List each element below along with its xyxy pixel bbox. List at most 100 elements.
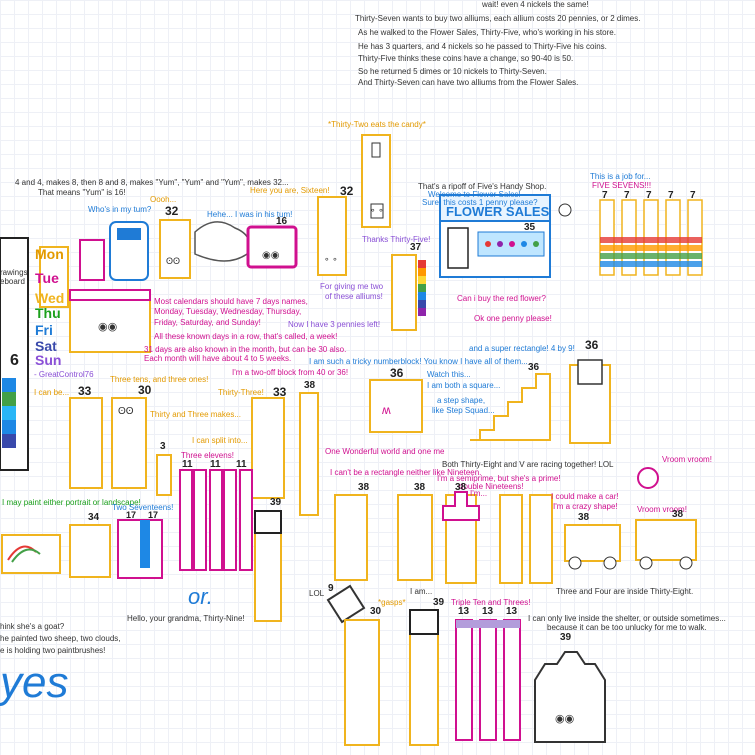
block-nineteen-b bbox=[529, 494, 553, 584]
label-red-flower: Can i buy the red flower? bbox=[457, 294, 546, 303]
label-portrait: I may paint either portrait or landscape… bbox=[2, 498, 141, 507]
five-sevens bbox=[599, 199, 703, 276]
label-triple-ten: Triple Ten and Threes! bbox=[451, 598, 531, 607]
label-thanks-35: Thanks Thirty-Five! bbox=[362, 235, 431, 244]
left-panel-block bbox=[2, 434, 16, 448]
label-double-nineteens: double Nineteens! bbox=[459, 482, 524, 491]
svg-text:◉◉: ◉◉ bbox=[262, 250, 279, 261]
label-yum-2: That means "Yum" is 16! bbox=[38, 188, 126, 197]
label-three-and-four: Three and Four are inside Thirty-Eight. bbox=[556, 587, 694, 596]
number-17-b: 17 bbox=[148, 510, 159, 520]
label-tricky: I am such a tricky numberblock! You know… bbox=[309, 357, 528, 366]
label-goat-2: he painted two sheep, two clouds, bbox=[0, 634, 121, 643]
label-or: or. bbox=[188, 584, 213, 609]
rainbow-stack-37 bbox=[418, 260, 426, 316]
svg-text:◉◉: ◉◉ bbox=[98, 321, 117, 333]
number-11-b: 11 bbox=[210, 459, 221, 470]
label-shelter-2: because it can be too unlucky for me to … bbox=[547, 623, 707, 632]
story-line-0: wait! even 4 nickels the same! bbox=[482, 0, 589, 9]
label-yum-1: 4 and 4, makes 8, then 8 and 8, makes "Y… bbox=[15, 178, 289, 187]
block-thirty-eight-tall bbox=[299, 392, 319, 516]
number-6: 6 bbox=[10, 352, 19, 369]
number-33-a: 33 bbox=[78, 384, 92, 398]
label-step-shape: a step shape, bbox=[437, 396, 486, 405]
number-3: 3 bbox=[160, 441, 166, 452]
block-thirty-six-steps bbox=[470, 373, 551, 441]
day-sun: Sun bbox=[35, 352, 62, 368]
label-goat-1: hink she's a goat? bbox=[0, 622, 65, 631]
label-whos-in-tum: Who's in my tum? bbox=[88, 205, 152, 214]
story-line-2: As he walked to the Flower Sales, Thirty… bbox=[358, 28, 616, 37]
day-wed: Wed bbox=[35, 290, 65, 306]
label-pennies-left: Now I have 3 pennies left! bbox=[288, 320, 381, 329]
label-grandma: Hello, your grandma, Thirty-Nine! bbox=[127, 614, 245, 623]
day-fri: Fri bbox=[35, 322, 53, 338]
calendar-line-3: All these known days in a row, that's ca… bbox=[154, 332, 338, 341]
label-lol: LOL bbox=[309, 589, 325, 598]
label-super-rect: and a super rectangle! 4 by 9! bbox=[469, 344, 575, 353]
block-thirty-seven bbox=[391, 254, 417, 331]
story-line-1: Thirty-Seven wants to buy two alliums, e… bbox=[355, 14, 641, 23]
number-7-b: 7 bbox=[624, 190, 630, 201]
story-line-4: Thirty-Five thinks these coins have a ch… bbox=[358, 54, 574, 63]
number-32-a: 32 bbox=[165, 204, 179, 218]
label-was-in-tum: Hehe... I was in his tum! bbox=[207, 210, 293, 219]
label-split-into: I can split into... bbox=[192, 436, 248, 445]
left-panel-block bbox=[2, 420, 16, 434]
label-one-wonderful: One Wonderful world and one me bbox=[325, 447, 445, 456]
painting-sheep bbox=[1, 534, 61, 574]
label-yes: yes bbox=[0, 658, 69, 707]
car-thirty-eight-a bbox=[564, 524, 621, 562]
story-line-3: He has 3 quarters, and 4 nickels so he p… bbox=[358, 42, 607, 51]
block-sixteen bbox=[246, 225, 298, 269]
number-39-a: 39 bbox=[270, 497, 282, 508]
svg-text:ʍ: ʍ bbox=[382, 403, 391, 417]
number-11-a: 11 bbox=[182, 459, 193, 470]
calendar-line-5: Each month will have about 4 to 5 weeks. bbox=[144, 354, 292, 363]
block-thirty-three-a bbox=[69, 397, 103, 489]
block-nineteen-a bbox=[499, 494, 523, 584]
number-38-d: 38 bbox=[578, 512, 590, 523]
label-both-racing: Both Thirty-Eight and V are racing toget… bbox=[442, 460, 614, 469]
number-38-b: 38 bbox=[414, 482, 426, 493]
svg-text:ʘʘ: ʘʘ bbox=[118, 406, 134, 417]
calendar-line-2: Friday, Saturday, and Sunday! bbox=[154, 318, 261, 327]
number-13-b: 13 bbox=[482, 606, 494, 617]
shelter-thirty-nine bbox=[534, 651, 606, 743]
label-drawings: rawings bbox=[0, 268, 28, 277]
number-13-c: 13 bbox=[506, 606, 518, 617]
number-7-d: 7 bbox=[668, 190, 674, 201]
day-mon: Mon bbox=[35, 246, 64, 262]
number-30-b: 30 bbox=[370, 606, 382, 617]
svg-text:∘ ∘: ∘ ∘ bbox=[370, 205, 384, 215]
block-thirty bbox=[111, 397, 147, 489]
three-elevens bbox=[179, 469, 253, 571]
price-board bbox=[447, 227, 469, 269]
svg-text:∘ ∘: ∘ ∘ bbox=[324, 254, 338, 264]
number-16: 16 bbox=[276, 216, 288, 227]
label-both-square: I am both a square... bbox=[427, 381, 501, 390]
left-panel-block bbox=[2, 392, 16, 406]
number-7-e: 7 bbox=[690, 190, 696, 201]
block-three bbox=[156, 454, 172, 496]
block-small-left bbox=[39, 246, 69, 308]
number-39-c: 39 bbox=[560, 632, 572, 643]
number-7-a: 7 bbox=[602, 190, 608, 201]
number-38-a: 38 bbox=[358, 482, 370, 493]
left-panel-block bbox=[2, 378, 16, 392]
number-36-b: 36 bbox=[528, 362, 540, 373]
label-semiprime: I'm a semiprime, but she's a prime! bbox=[437, 474, 561, 483]
label-two-seventeens: Two Seventeens! bbox=[112, 503, 174, 512]
label-ripoff: That's a ripoff of Five's Handy Shop. bbox=[418, 182, 547, 191]
label-for-giving-1: For giving me two bbox=[320, 282, 384, 291]
svg-text:◉◉: ◉◉ bbox=[555, 713, 574, 725]
label-ok-one-penny: Ok one penny please! bbox=[474, 314, 552, 323]
label-here-you-are: Here you are, Sixteen! bbox=[250, 186, 330, 195]
label-great-control: - GreatControl76 bbox=[34, 370, 94, 379]
label-vroom-2: Vroom vroom! bbox=[637, 505, 687, 514]
label-crazy-shape: I'm a crazy shape! bbox=[553, 502, 618, 511]
triple-thirteens bbox=[455, 619, 521, 741]
day-sat: Sat bbox=[35, 338, 57, 354]
label-eats-candy: *Thirty-Two eats the candy* bbox=[328, 120, 426, 129]
